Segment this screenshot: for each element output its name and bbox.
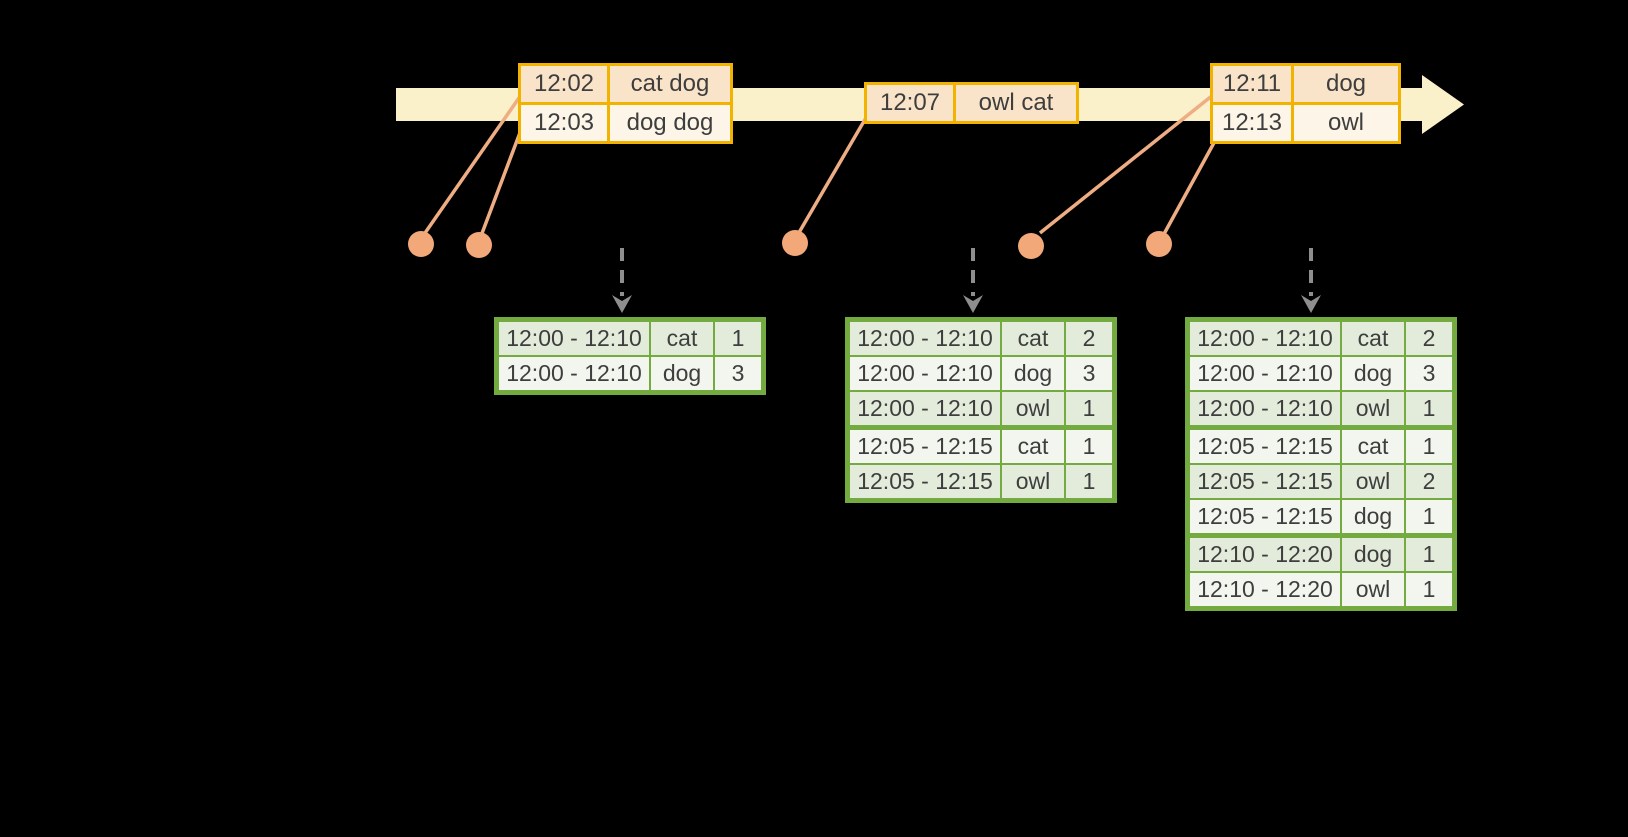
event-time-cell: 12:07 bbox=[864, 82, 956, 124]
count-cell: 3 bbox=[1064, 355, 1116, 392]
event-connector-line bbox=[795, 115, 869, 237]
window-cell: 12:05 - 12:15 bbox=[1186, 498, 1342, 537]
word-cell: dog bbox=[1340, 355, 1406, 392]
event-time-cell: 12:13 bbox=[1210, 102, 1294, 144]
window-cell: 12:00 - 12:10 bbox=[495, 318, 651, 357]
window-cell: 12:05 - 12:15 bbox=[846, 463, 1002, 502]
word-cell: dog bbox=[649, 355, 715, 394]
event-dot-icon bbox=[408, 231, 434, 257]
event-dot-icon bbox=[1018, 233, 1044, 259]
count-cell: 1 bbox=[1404, 571, 1456, 610]
count-cell: 1 bbox=[1404, 498, 1456, 537]
word-cell: dog bbox=[1000, 355, 1066, 392]
window-cell: 12:00 - 12:10 bbox=[1186, 355, 1342, 392]
word-cell: owl bbox=[1340, 463, 1406, 500]
word-cell: owl bbox=[1340, 390, 1406, 429]
count-cell: 1 bbox=[713, 318, 765, 357]
window-cell: 12:00 - 12:10 bbox=[846, 390, 1002, 429]
event-words-cell: cat dog bbox=[607, 63, 733, 105]
event-words-cell: owl bbox=[1291, 102, 1401, 144]
event-connector-line bbox=[479, 129, 523, 237]
count-cell: 2 bbox=[1404, 318, 1456, 357]
count-cell: 1 bbox=[1404, 425, 1456, 465]
count-cell: 1 bbox=[1404, 533, 1456, 573]
event-connector-line bbox=[1038, 93, 1215, 235]
word-cell: cat bbox=[1340, 425, 1406, 465]
event-time-cell: 12:03 bbox=[518, 102, 610, 144]
event-words-cell: owl cat bbox=[953, 82, 1079, 124]
event-dot-icon bbox=[782, 230, 808, 256]
word-cell: cat bbox=[1000, 318, 1066, 357]
count-cell: 2 bbox=[1404, 463, 1456, 500]
window-cell: 12:10 - 12:20 bbox=[1186, 533, 1342, 573]
count-cell: 1 bbox=[1064, 390, 1116, 429]
count-cell: 2 bbox=[1064, 318, 1116, 357]
window-cell: 12:00 - 12:10 bbox=[1186, 390, 1342, 429]
window-cell: 12:00 - 12:10 bbox=[846, 318, 1002, 357]
event-time-cell: 12:02 bbox=[518, 63, 610, 105]
count-cell: 1 bbox=[1064, 463, 1116, 502]
word-cell: owl bbox=[1340, 571, 1406, 610]
event-dot-icon bbox=[1146, 231, 1172, 257]
event-connector-line bbox=[1162, 129, 1223, 235]
word-cell: owl bbox=[1000, 390, 1066, 429]
trigger-arrowhead-icon bbox=[1301, 295, 1321, 313]
window-cell: 12:05 - 12:15 bbox=[846, 425, 1002, 465]
count-cell: 1 bbox=[1404, 390, 1456, 429]
count-cell: 3 bbox=[1404, 355, 1456, 392]
word-cell: owl bbox=[1000, 463, 1066, 502]
window-cell: 12:05 - 12:15 bbox=[1186, 463, 1342, 500]
window-cell: 12:05 - 12:15 bbox=[1186, 425, 1342, 465]
word-cell: cat bbox=[649, 318, 715, 357]
timeline-arrowhead-icon bbox=[1422, 75, 1464, 134]
word-cell: dog bbox=[1340, 533, 1406, 573]
event-words-cell: dog dog bbox=[607, 102, 733, 144]
window-cell: 12:00 - 12:10 bbox=[846, 355, 1002, 392]
trigger-arrowhead-icon bbox=[963, 295, 983, 313]
word-cell: cat bbox=[1340, 318, 1406, 357]
window-cell: 12:00 - 12:10 bbox=[495, 355, 651, 394]
window-cell: 12:00 - 12:10 bbox=[1186, 318, 1342, 357]
event-time-cell: 12:11 bbox=[1210, 63, 1294, 105]
word-cell: dog bbox=[1340, 498, 1406, 537]
trigger-arrowhead-icon bbox=[612, 295, 632, 313]
event-connector-line bbox=[423, 94, 523, 234]
event-dot-icon bbox=[466, 232, 492, 258]
count-cell: 1 bbox=[1064, 425, 1116, 465]
word-cell: cat bbox=[1000, 425, 1066, 465]
event-words-cell: dog bbox=[1291, 63, 1401, 105]
window-cell: 12:10 - 12:20 bbox=[1186, 571, 1342, 610]
count-cell: 3 bbox=[713, 355, 765, 394]
